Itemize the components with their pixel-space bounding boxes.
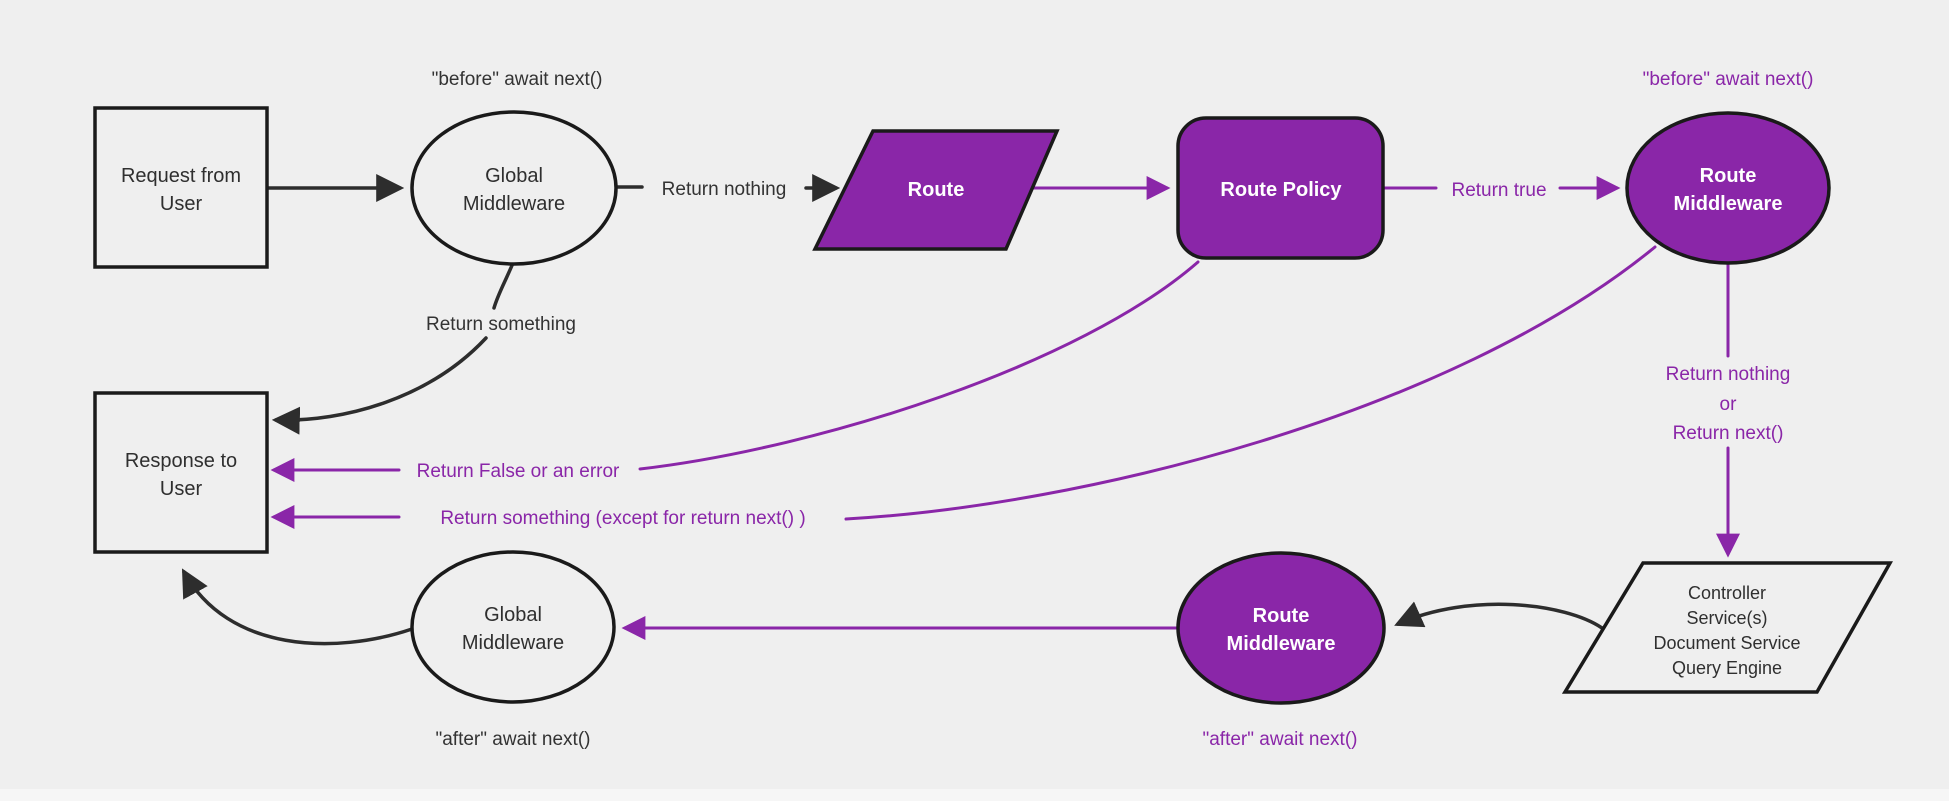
edge-return-something-to-response	[271, 336, 488, 435]
return-nothing-or-label-line3: Return next()	[1673, 423, 1784, 444]
global-middleware-top-label-line1: Global	[485, 165, 543, 187]
return-false-or-error-label: Return False or an error	[417, 461, 620, 482]
edge-return-false-right-part	[638, 260, 1200, 471]
route-middleware-top-label-line1: Route	[1700, 165, 1757, 187]
after-await-next-global-label: "after" await next()	[436, 729, 591, 750]
route-middleware-bottom-label-line1: Route	[1253, 605, 1310, 627]
after-await-next-route-label: "after" await next()	[1203, 729, 1358, 750]
services-label-line2: Service(s)	[1686, 608, 1767, 628]
services-label-line3: Document Service	[1653, 633, 1800, 653]
return-something-label: Return something	[426, 314, 576, 335]
edge-services-to-route-middleware-bottom	[1394, 601, 1604, 630]
global-middleware-bottom-label-line2: Middleware	[462, 632, 564, 654]
request-from-user-label-line2: User	[160, 193, 203, 215]
response-to-user-label-line2: User	[160, 478, 203, 500]
request-from-user-node	[93, 106, 269, 269]
route-policy-label: Route Policy	[1220, 179, 1342, 201]
before-await-next-route-label: "before" await next()	[1643, 69, 1814, 90]
edge-return-something-top-part	[492, 261, 515, 310]
return-something-except-label: Return something (except for return next…	[440, 508, 805, 529]
services-label-line1: Controller	[1688, 583, 1766, 603]
global-middleware-top-node	[410, 110, 618, 266]
services-node	[1561, 561, 1894, 694]
response-to-user-node	[93, 391, 269, 554]
route-middleware-top-node	[1625, 111, 1831, 265]
route-middleware-top-label-line2: Middleware	[1674, 193, 1783, 215]
route-policy-node	[1176, 116, 1385, 260]
global-middleware-bottom-node	[410, 550, 616, 704]
return-true-label: Return true	[1451, 180, 1546, 201]
return-nothing-or-label-line1: Return nothing	[1666, 364, 1791, 385]
edge-return-something-except-right-part	[844, 245, 1657, 521]
global-middleware-top-label-line2: Middleware	[463, 193, 565, 215]
request-from-user-label-line1: Request from	[121, 165, 241, 187]
route-node	[812, 129, 1060, 251]
route-label: Route	[908, 179, 965, 201]
edge-global-middleware-to-response	[181, 568, 414, 646]
services-label-line4: Query Engine	[1672, 658, 1782, 678]
response-to-user-label-line1: Response to	[125, 450, 237, 472]
route-middleware-bottom-node	[1176, 551, 1386, 705]
route-middleware-bottom-label-line2: Middleware	[1227, 633, 1336, 655]
return-nothing-label: Return nothing	[662, 179, 787, 200]
return-nothing-or-label-line2: or	[1720, 394, 1738, 415]
global-middleware-bottom-label-line1: Global	[484, 604, 542, 626]
bottom-strip	[0, 789, 1949, 801]
before-await-next-global-label: "before" await next()	[432, 69, 603, 90]
